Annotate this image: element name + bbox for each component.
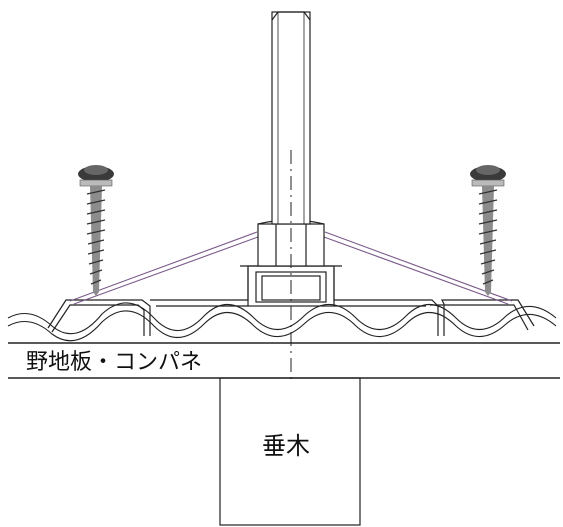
rafter-label: 垂木 [262, 432, 310, 460]
mounting-plate [47, 268, 535, 336]
screw-icon [470, 165, 506, 296]
sheathing-label: 野地板・コンパネ [26, 350, 202, 375]
screw-icon [78, 165, 114, 296]
rafter-block [219, 377, 361, 526]
bolt-icon [271, 11, 311, 225]
support-wires [69, 231, 513, 305]
corrugated-roof-sheet [7, 302, 557, 342]
